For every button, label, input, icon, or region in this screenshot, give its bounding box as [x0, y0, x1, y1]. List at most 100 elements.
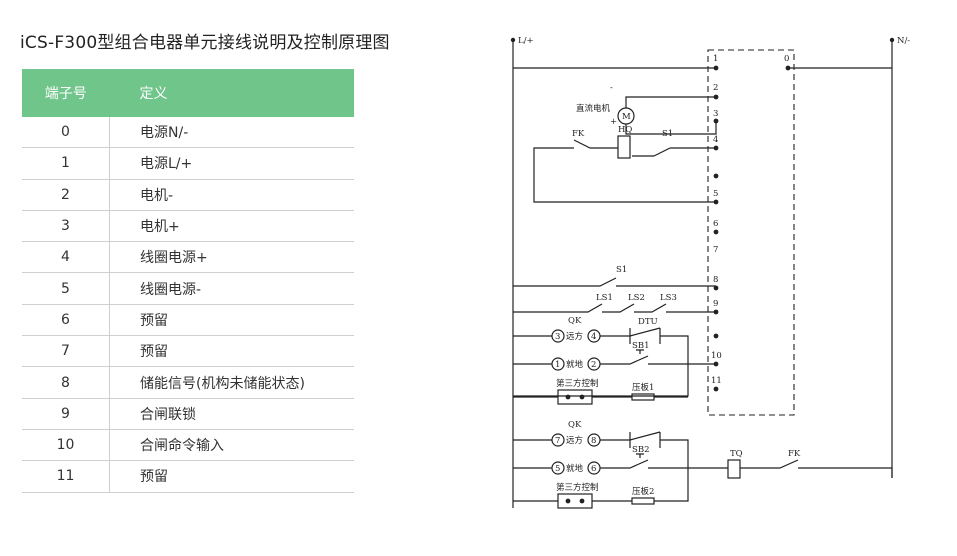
unit-enclosure: [707, 49, 795, 416]
terminal-number: 5: [22, 272, 110, 305]
header-terminal-number: 端子号: [22, 69, 110, 117]
terminal-dot-4b: [713, 173, 719, 179]
terminal-definition: 预留: [109, 304, 354, 337]
ls2-label: LS2: [628, 293, 645, 303]
terminal-number: 2: [22, 179, 110, 211]
plate2-label: 压板2: [632, 486, 654, 497]
motor-label: 直流电机: [576, 103, 611, 114]
terminal-label-11: 11: [711, 376, 722, 386]
third-party-2-contact-b: [579, 498, 585, 504]
ls1-label: LS1: [596, 293, 613, 303]
trip-section: 7 远方 8 QK 5 就地 6 SB2 TQ FK 第三方控制 压板2: [513, 420, 893, 509]
s1-branch: S1: [513, 265, 716, 287]
terminal-label-3: 3: [713, 109, 718, 119]
terminal-label-0: 0: [784, 54, 789, 64]
terminal-label-8: 8: [713, 275, 718, 285]
s1-label-storage: S1: [616, 265, 627, 275]
terminal-definition: 电源L/+: [109, 147, 354, 180]
supply-right-label: N/-: [897, 36, 910, 46]
terminal-number: 4: [22, 241, 110, 274]
qk-node-2: 2: [591, 360, 596, 370]
fk-label-trip: FK: [788, 449, 801, 459]
third-party-1-contact-b: [579, 394, 585, 400]
ls3-label: LS3: [660, 293, 677, 303]
terminal-dot-1: [713, 65, 719, 71]
terminal-dot-8: [713, 285, 719, 291]
sb2-label: SB2: [632, 445, 649, 455]
terminal-number: 8: [22, 366, 110, 399]
wiring-diagram: L/+ N/- 0 1 2 3 4 5 6 7 8 9 10 11 M: [510, 36, 910, 509]
terminal-label-9: 9: [713, 299, 718, 309]
page-title: iCS-F300型组合电器单元接线说明及控制原理图: [20, 33, 390, 53]
qk-node-3: 3: [555, 332, 560, 342]
supply-right-terminal: [889, 37, 895, 43]
motor-minus-label: -: [610, 83, 613, 93]
terminal-definition: 预留: [109, 335, 354, 368]
qk-node-4: 4: [591, 332, 596, 342]
remote-label-1: 远方: [566, 331, 583, 342]
terminal-number: 3: [22, 210, 110, 243]
terminal-dot-9b: [713, 333, 719, 339]
terminal-definition: 预留: [109, 460, 354, 493]
remote-label-2: 远方: [566, 435, 583, 446]
supply-rails: [512, 40, 893, 508]
terminal-definition: 电机-: [109, 179, 354, 211]
terminal-definition: 储能信号(机构未储能状态): [109, 366, 354, 399]
motor-plus-label: +: [610, 117, 617, 127]
terminal-label-10: 10: [711, 351, 722, 361]
motor-symbol: M: [622, 112, 631, 122]
terminal-dot-0: [785, 65, 791, 71]
tq-label: TQ: [730, 449, 743, 459]
terminal-definition: 线圈电源+: [109, 241, 354, 274]
table-header-row: 端子号 定义: [22, 69, 354, 117]
terminal-label-5: 5: [713, 189, 718, 199]
third-party-1-contact-a: [565, 394, 571, 400]
header-definition: 定义: [109, 69, 354, 117]
plate1-label: 压板1: [632, 382, 654, 393]
third-party-label-2: 第三方控制: [556, 482, 599, 493]
terminal-label-7: 7: [713, 245, 718, 255]
interlock-branch: LS1 LS2 LS3: [513, 293, 716, 313]
terminal-number: 10: [22, 429, 110, 462]
qk-label-1: QK: [568, 316, 582, 326]
terminal-dot-11: [713, 386, 719, 392]
terminal-definition: 电机+: [109, 210, 354, 243]
supply-left-label: L/+: [518, 36, 534, 46]
terminal-label-6: 6: [713, 219, 718, 229]
qk-label-2: QK: [568, 420, 582, 430]
terminal-number: 1: [22, 147, 110, 180]
terminal-number: 11: [22, 460, 110, 493]
terminal-definition: 合闸联锁: [109, 398, 354, 430]
local-label-2: 就地: [566, 463, 584, 474]
terminal-number: 6: [22, 304, 110, 337]
terminal-definition: 合闸命令输入: [109, 429, 354, 462]
terminal-number: 0: [22, 117, 110, 149]
coil-branch: HQ S1 FK: [533, 125, 716, 203]
supply-left-terminal: [510, 37, 516, 43]
sb1-label: SB1: [632, 341, 649, 351]
s1-label-coil: S1: [662, 129, 673, 139]
qk-node-7: 7: [555, 436, 560, 446]
remote-close-branch: 3 远方 4 QK DTU: [513, 316, 689, 364]
terminal-label-4: 4: [713, 135, 718, 145]
qk-node-5: 5: [555, 464, 560, 474]
terminal-definition: 电源N/-: [109, 117, 354, 149]
third-party-2-contact-a: [565, 498, 571, 504]
local-close-branch: 1 就地 2 SB1 第三方控制 压板1: [513, 341, 716, 405]
terminal-dot-6: [713, 229, 719, 235]
qk-node-1: 1: [555, 360, 560, 370]
qk-node-6: 6: [591, 464, 596, 474]
qk-node-8: 8: [591, 436, 596, 446]
terminal-markers: 0 1 2 3 4 5 6 7 8 9 10 11: [711, 54, 791, 392]
